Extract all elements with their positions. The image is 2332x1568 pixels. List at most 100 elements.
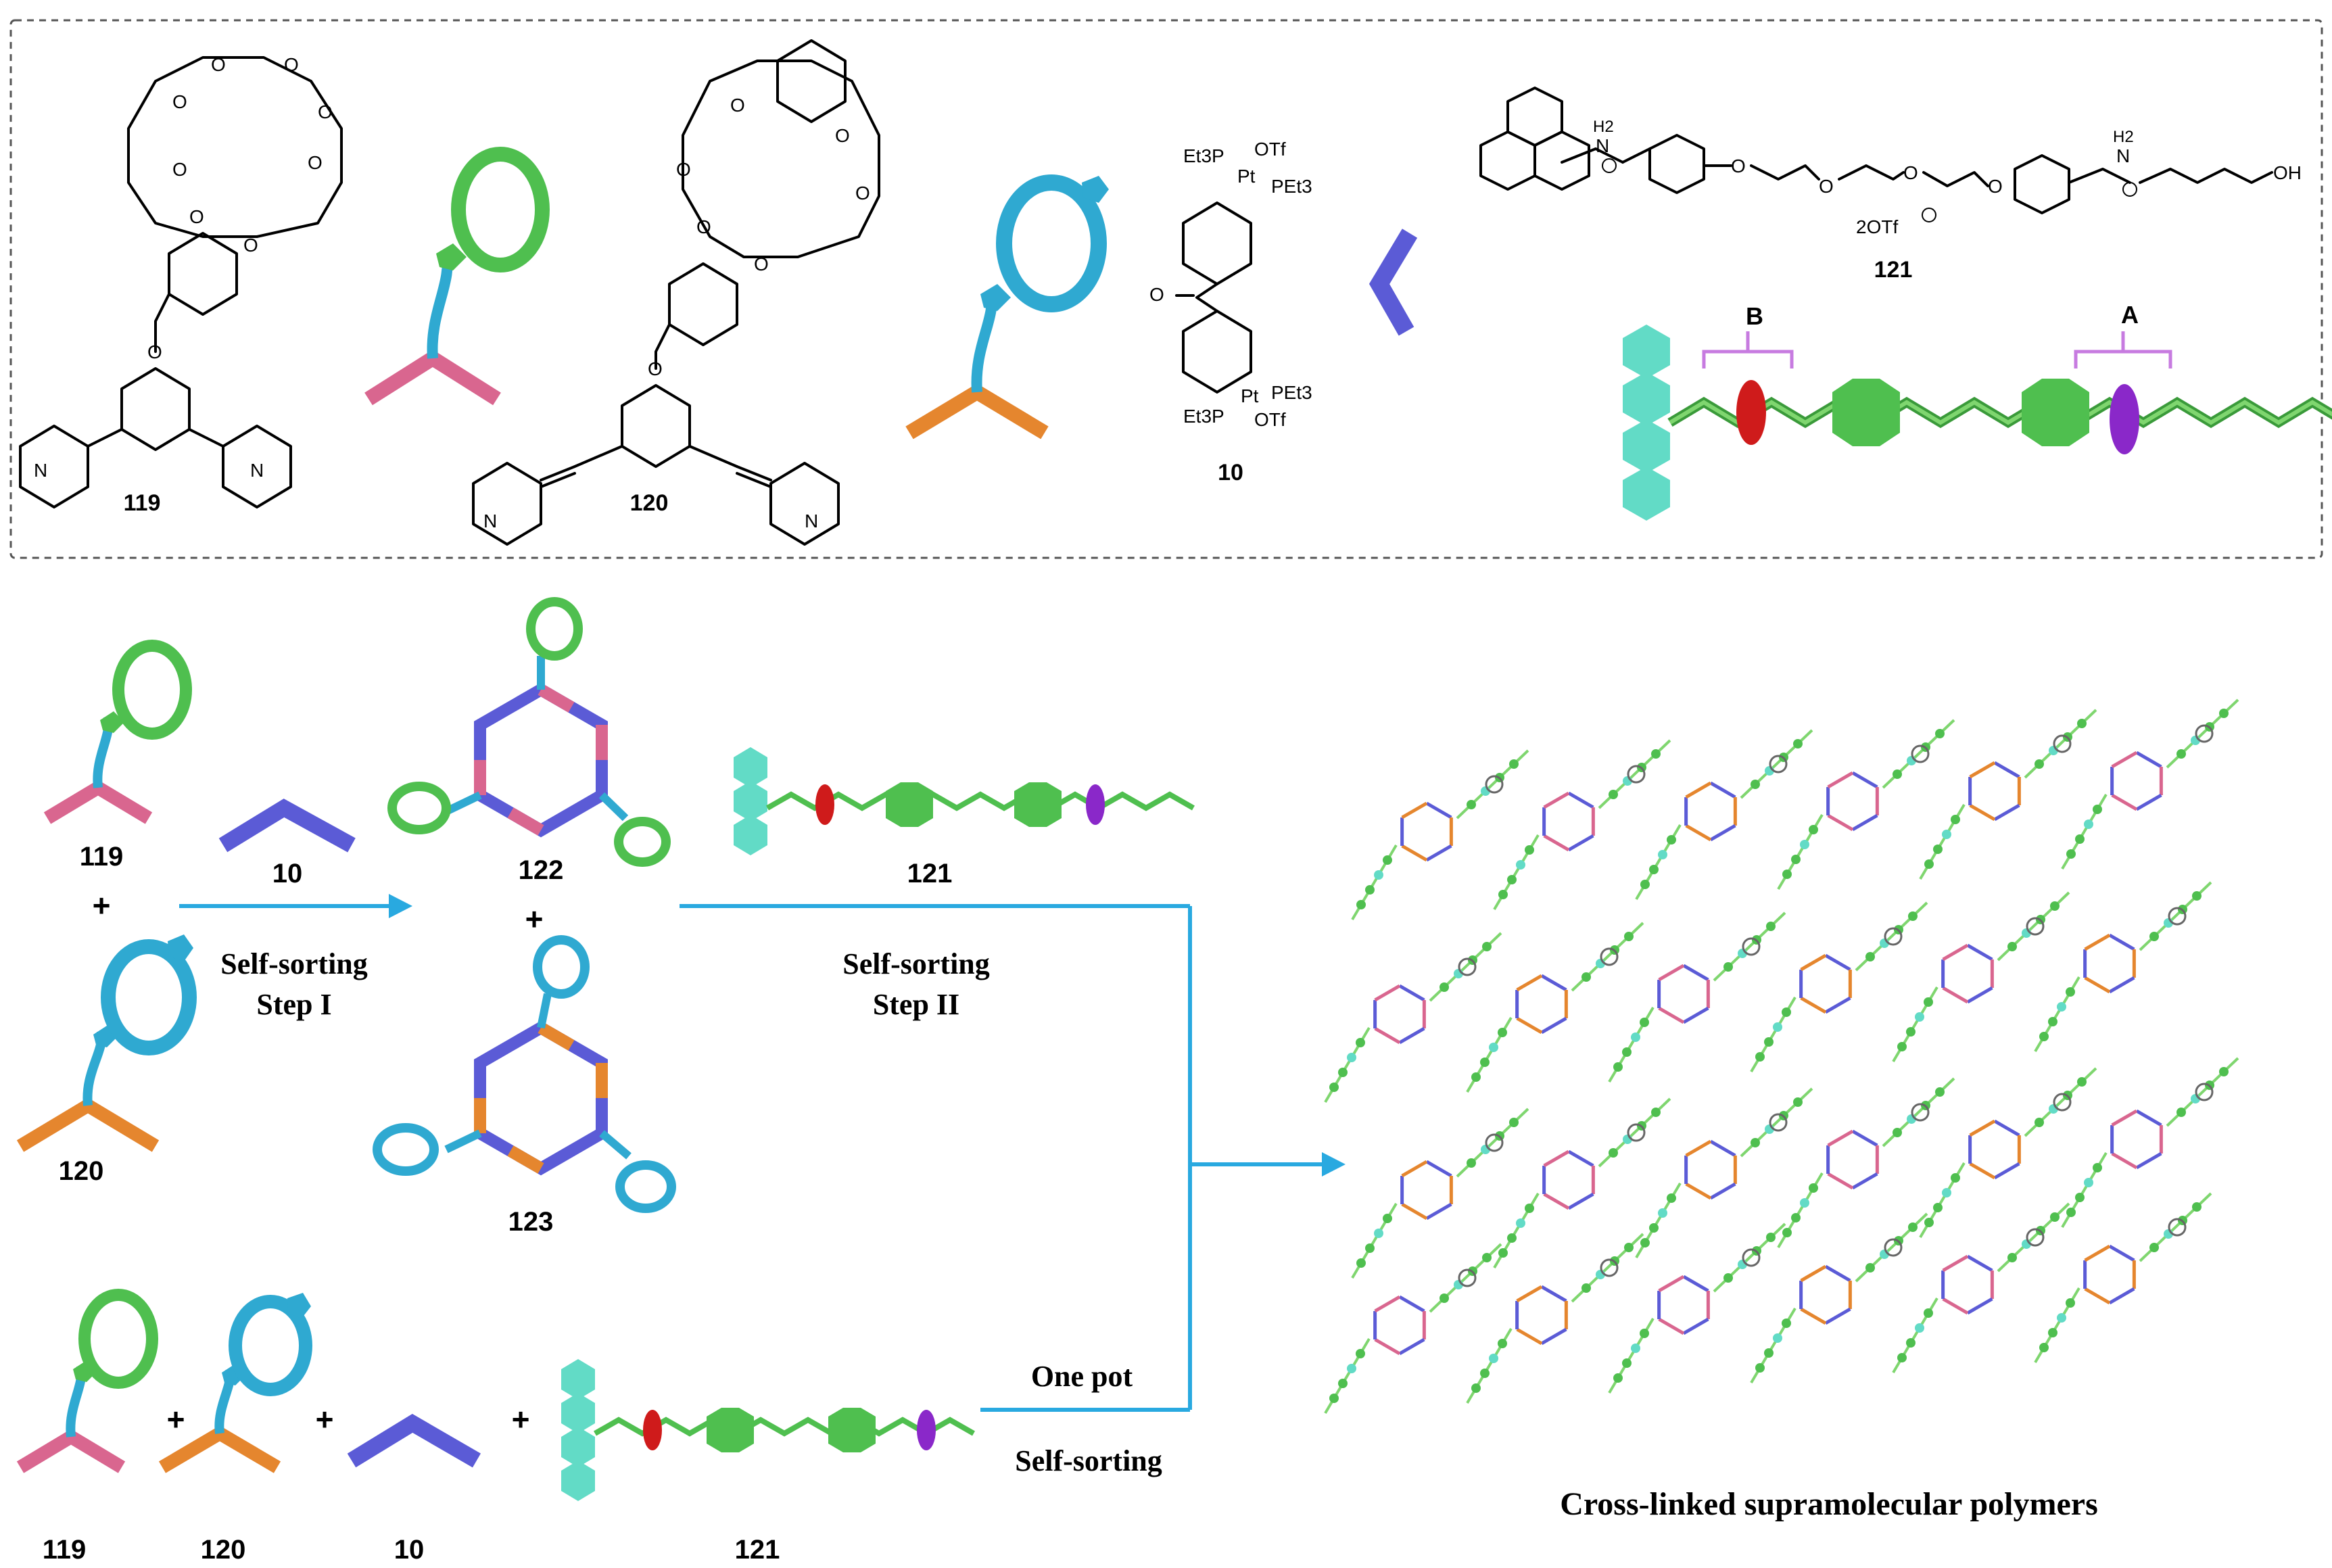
network-bead: [1439, 982, 1449, 992]
network-bead: [2149, 1243, 2159, 1252]
network-bead: [1374, 1229, 1383, 1238]
network-ring: [2026, 1228, 2045, 1247]
network-bead: [2219, 709, 2229, 718]
network-hexagon-edge: [1993, 1119, 2020, 1137]
network-chain: [1598, 1097, 1671, 1168]
bottom-label-119: 119: [43, 1535, 87, 1565]
plus-sign: +: [525, 901, 544, 936]
network-bead: [1525, 845, 1534, 855]
network-hexagon-edge: [2111, 1151, 2138, 1170]
network-hexagon-edge: [1966, 986, 1993, 1004]
pyridine-n: N: [34, 460, 47, 481]
network-bead: [1908, 911, 1918, 921]
cartoon-10-scheme: [218, 799, 356, 853]
network-hexagon-edge: [1942, 1297, 1969, 1315]
network-bead: [1365, 1243, 1375, 1253]
network-chain: [2024, 709, 2097, 779]
chain-oxygen: O: [1819, 176, 1834, 197]
network-hexagon-edge: [2108, 933, 2135, 951]
network-chain: [2139, 881, 2212, 951]
network-hexagon-edge: [1942, 986, 1969, 1004]
network-hexagon-edge: [1685, 781, 1712, 799]
network-bead: [1480, 1058, 1490, 1067]
network-hexagon-edge: [1800, 996, 1827, 1014]
network-hexagon-edge: [1425, 1202, 1452, 1220]
scheme-label-10: 10: [272, 859, 303, 888]
network-hexagon-edge: [1969, 803, 1996, 822]
bottom-label-120: 120: [201, 1535, 246, 1565]
network-hexagon-edge: [2084, 1244, 2111, 1262]
network-bead: [1782, 870, 1792, 879]
network-bead: [1766, 1233, 1776, 1242]
network-bead: [1525, 1204, 1534, 1213]
network-bead: [1329, 1083, 1339, 1092]
network-bead: [2192, 1202, 2202, 1212]
network-bead: [2007, 1253, 2017, 1262]
network-bead: [1640, 1018, 1649, 1027]
network-hexagon-edge: [1682, 1275, 1709, 1293]
network-bead: [1893, 1128, 1902, 1137]
network-bead: [1723, 1273, 1733, 1283]
network-chain: [1882, 1077, 1955, 1147]
network-bead: [1516, 860, 1525, 870]
network-bead: [1773, 1022, 1782, 1032]
network-bead: [1908, 1222, 1918, 1232]
network-ring: [1600, 1258, 1619, 1277]
network-bead: [2084, 819, 2093, 829]
network-chain: [1429, 1243, 1502, 1313]
network-ring: [1485, 775, 1504, 794]
network-bead: [1489, 1354, 1498, 1363]
network-bead: [1658, 850, 1667, 859]
network-ring: [1627, 1123, 1646, 1142]
step1-line2: Step I: [256, 988, 331, 1021]
network-bead: [1640, 1329, 1649, 1338]
network-hexagon-edge: [1966, 1297, 1993, 1315]
network-bead: [1897, 1353, 1907, 1362]
network-hexagon-edge: [1685, 824, 1712, 842]
network-hexagon-edge: [1682, 1317, 1709, 1335]
network-bead: [1782, 1318, 1791, 1328]
network-bead: [2039, 1032, 2049, 1041]
network-chain: [1598, 739, 1671, 809]
network-bead: [2066, 987, 2075, 997]
network-hexagon-edge: [1540, 1327, 1567, 1346]
network-bead: [1791, 1213, 1801, 1222]
crown-oxygen: O: [835, 125, 850, 146]
network-hexagon-edge: [1658, 964, 1685, 982]
cartoon-119-onepot: [16, 1289, 158, 1473]
network-ring: [2053, 1093, 2072, 1112]
network-bead: [1374, 870, 1383, 880]
pyridine-n: N: [805, 510, 818, 531]
network-chain: [1997, 891, 2070, 961]
network-bead: [1865, 1263, 1875, 1273]
network-bead: [1809, 1183, 1818, 1193]
network-hexagon-edge: [1401, 801, 1428, 819]
hydroxyl: OH: [2273, 162, 2302, 183]
bottom-label-10: 10: [394, 1535, 425, 1565]
network-hexagon-edge: [1800, 1307, 1827, 1325]
network-bead: [1439, 1293, 1449, 1303]
network-hexagon-edge: [1540, 1285, 1567, 1303]
network-bead: [1609, 790, 1618, 799]
crown-oxygen: O: [172, 159, 187, 180]
network-ring: [1742, 1248, 1761, 1267]
network-hexagon-edge: [1374, 1337, 1401, 1356]
cartoon-10-top: [1369, 229, 1418, 336]
network-hexagon-edge: [1824, 996, 1851, 1014]
network-hexagon-edge: [1851, 1172, 1878, 1190]
arrow-to-product: [1190, 1152, 1346, 1177]
site-b-label: B: [1746, 302, 1763, 330]
network-bead: [2066, 849, 2076, 859]
network-bead: [1924, 1218, 1934, 1227]
network-hexagon-edge: [1516, 1285, 1543, 1303]
supramolecular-network: [1324, 698, 2239, 1415]
scheme-label-123: 123: [508, 1207, 554, 1237]
network-bead: [1356, 1038, 1365, 1047]
network-hexagon-edge: [1685, 1139, 1712, 1158]
network-bead: [1658, 1208, 1667, 1218]
network-bead: [1640, 1238, 1650, 1248]
network-bead: [1640, 880, 1650, 889]
network-ring: [2195, 1083, 2214, 1101]
network-hexagon-edge: [1374, 1295, 1401, 1313]
ketone-oxygen: O: [1149, 284, 1164, 305]
